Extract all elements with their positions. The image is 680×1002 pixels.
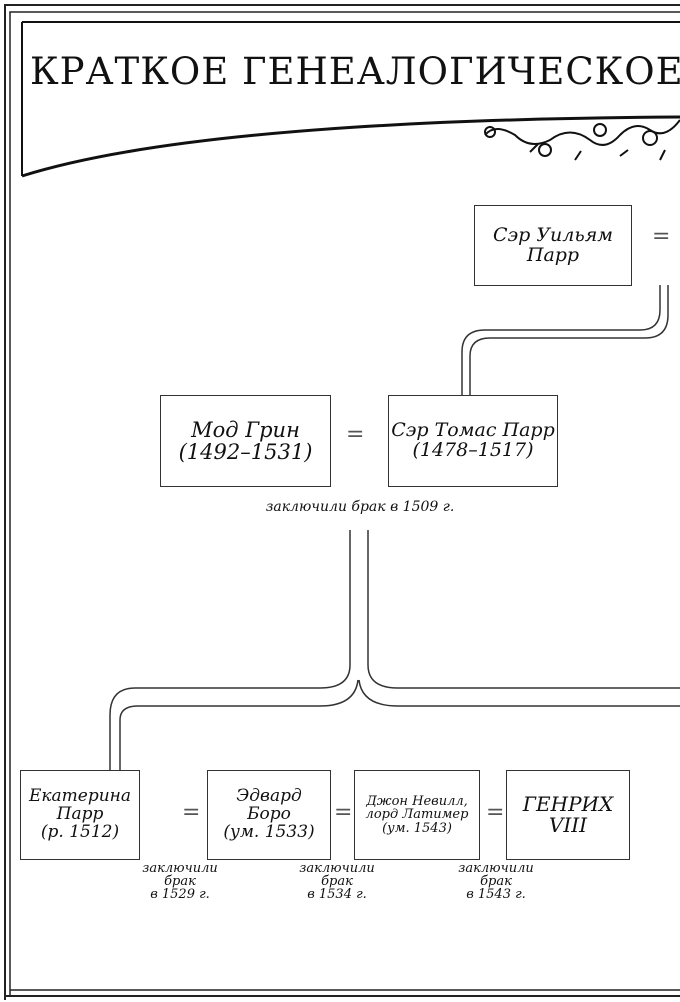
marriage-symbol: = (334, 800, 353, 825)
person-title: лорд Латимер (365, 807, 469, 823)
caption-line: в 1543 г. (466, 887, 526, 902)
marriage-caption-1543: заключили брак в 1543 г. (446, 862, 546, 901)
caption-line: в 1529 г. (150, 887, 210, 902)
marriage-symbol: = (652, 224, 671, 249)
person-edward-borough: Эдвард Боро (ум. 1533) (207, 770, 331, 860)
person-dates: (р. 1512) (40, 821, 120, 842)
caption-line: заключили (142, 861, 218, 876)
person-thomas-parr: Сэр Томас Парр (1478–1517) (388, 395, 558, 487)
marriage-symbol: = (182, 800, 201, 825)
person-maud-green: Мод Грин (1492–1531) (160, 395, 331, 487)
person-dates: (ум. 1533) (223, 821, 315, 842)
marriage-caption-1534: заключили брак в 1534 г. (287, 862, 387, 901)
title-banner (21, 21, 680, 178)
person-william-parr: Сэр Уильям Парр (474, 205, 632, 286)
person-name: Боро (247, 804, 291, 825)
person-name: Мод Грин (191, 417, 300, 442)
person-name: Парр (526, 243, 580, 266)
caption-line: заключили (299, 861, 375, 876)
person-name: Сэр Уильям (492, 223, 614, 246)
page-border (4, 4, 680, 1000)
person-name: Екатерина (28, 786, 132, 807)
caption-line: заключили (458, 861, 534, 876)
caption-line: в 1534 г. (307, 887, 367, 902)
person-name: Сэр Томас Парр (391, 419, 555, 442)
person-dates: (ум. 1543) (382, 820, 452, 836)
marriage-symbol: = (346, 422, 365, 447)
person-dates: (1492–1531) (178, 440, 313, 464)
caption-line: брак (164, 874, 196, 889)
person-name: Джон Невилл, (366, 793, 468, 809)
marriage-caption-1509: заключили брак в 1509 г. (265, 499, 455, 515)
caption-line: брак (480, 874, 512, 889)
caption-line: брак (321, 874, 353, 889)
person-name: ГЕНРИХ (522, 792, 614, 816)
page-title: КРАТКОЕ ГЕНЕАЛОГИЧЕСКОЕ (30, 50, 680, 93)
connector-lines (109, 285, 680, 770)
person-katherine-parr: Екатерина Парр (р. 1512) (20, 770, 140, 860)
person-henry-viii: ГЕНРИХ VIII (506, 770, 630, 860)
person-john-neville: Джон Невилл, лорд Латимер (ум. 1543) (354, 770, 480, 860)
marriage-symbol: = (486, 800, 505, 825)
person-name: VIII (548, 813, 588, 837)
person-name: Эдвард (236, 786, 302, 807)
marriage-caption-1529: заключили брак в 1529 г. (130, 862, 230, 901)
person-dates: (1478–1517) (412, 439, 534, 461)
person-name: Парр (56, 804, 104, 825)
ornament-flourish (484, 119, 680, 161)
